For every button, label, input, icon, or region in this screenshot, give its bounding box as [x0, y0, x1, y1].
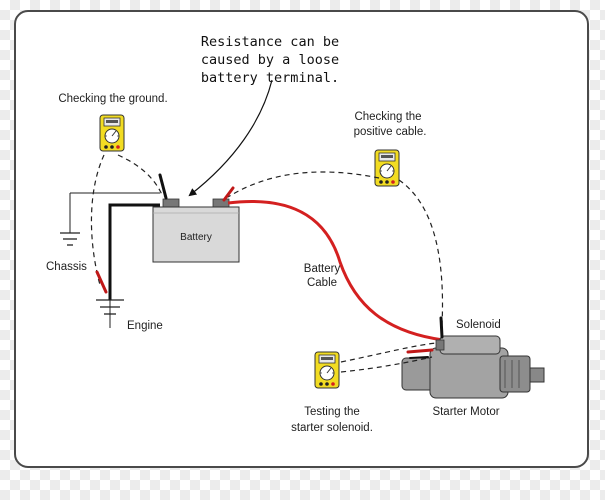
battery-cable: [227, 199, 444, 342]
starter-motor-label: Starter Motor: [432, 406, 499, 418]
callout-line-2: caused by a loose: [201, 52, 339, 68]
callout-line-1: Resistance can be: [201, 34, 339, 50]
checking-positive-label-2: positive cable.: [354, 126, 427, 138]
testing-label-2: starter solenoid.: [291, 422, 373, 434]
battery: Battery: [152, 198, 240, 263]
battery-cable-label-1: Battery: [304, 263, 341, 275]
probe-tips: [95, 173, 444, 359]
engine-label: Engine: [127, 320, 163, 332]
ground-wiring: [60, 192, 160, 328]
ground-multimeter: [99, 114, 125, 152]
battery-cable-label-2: Cable: [307, 277, 337, 289]
testing-label-1: Testing the: [304, 406, 360, 418]
callout-line-3: battery terminal.: [201, 70, 339, 86]
battery-label: Battery: [180, 232, 212, 243]
starter-motor: [401, 335, 545, 399]
checking-positive-label-1: Checking the: [354, 111, 421, 123]
checking-ground-label: Checking the ground.: [58, 93, 167, 105]
solenoid-multimeter: [314, 351, 340, 389]
callout-arrow: [188, 79, 273, 197]
positive-cable-multimeter: [374, 149, 400, 187]
solenoid-label: Solenoid: [456, 319, 501, 331]
chassis-label: Chassis: [46, 261, 87, 273]
test-leads: [90, 154, 444, 373]
